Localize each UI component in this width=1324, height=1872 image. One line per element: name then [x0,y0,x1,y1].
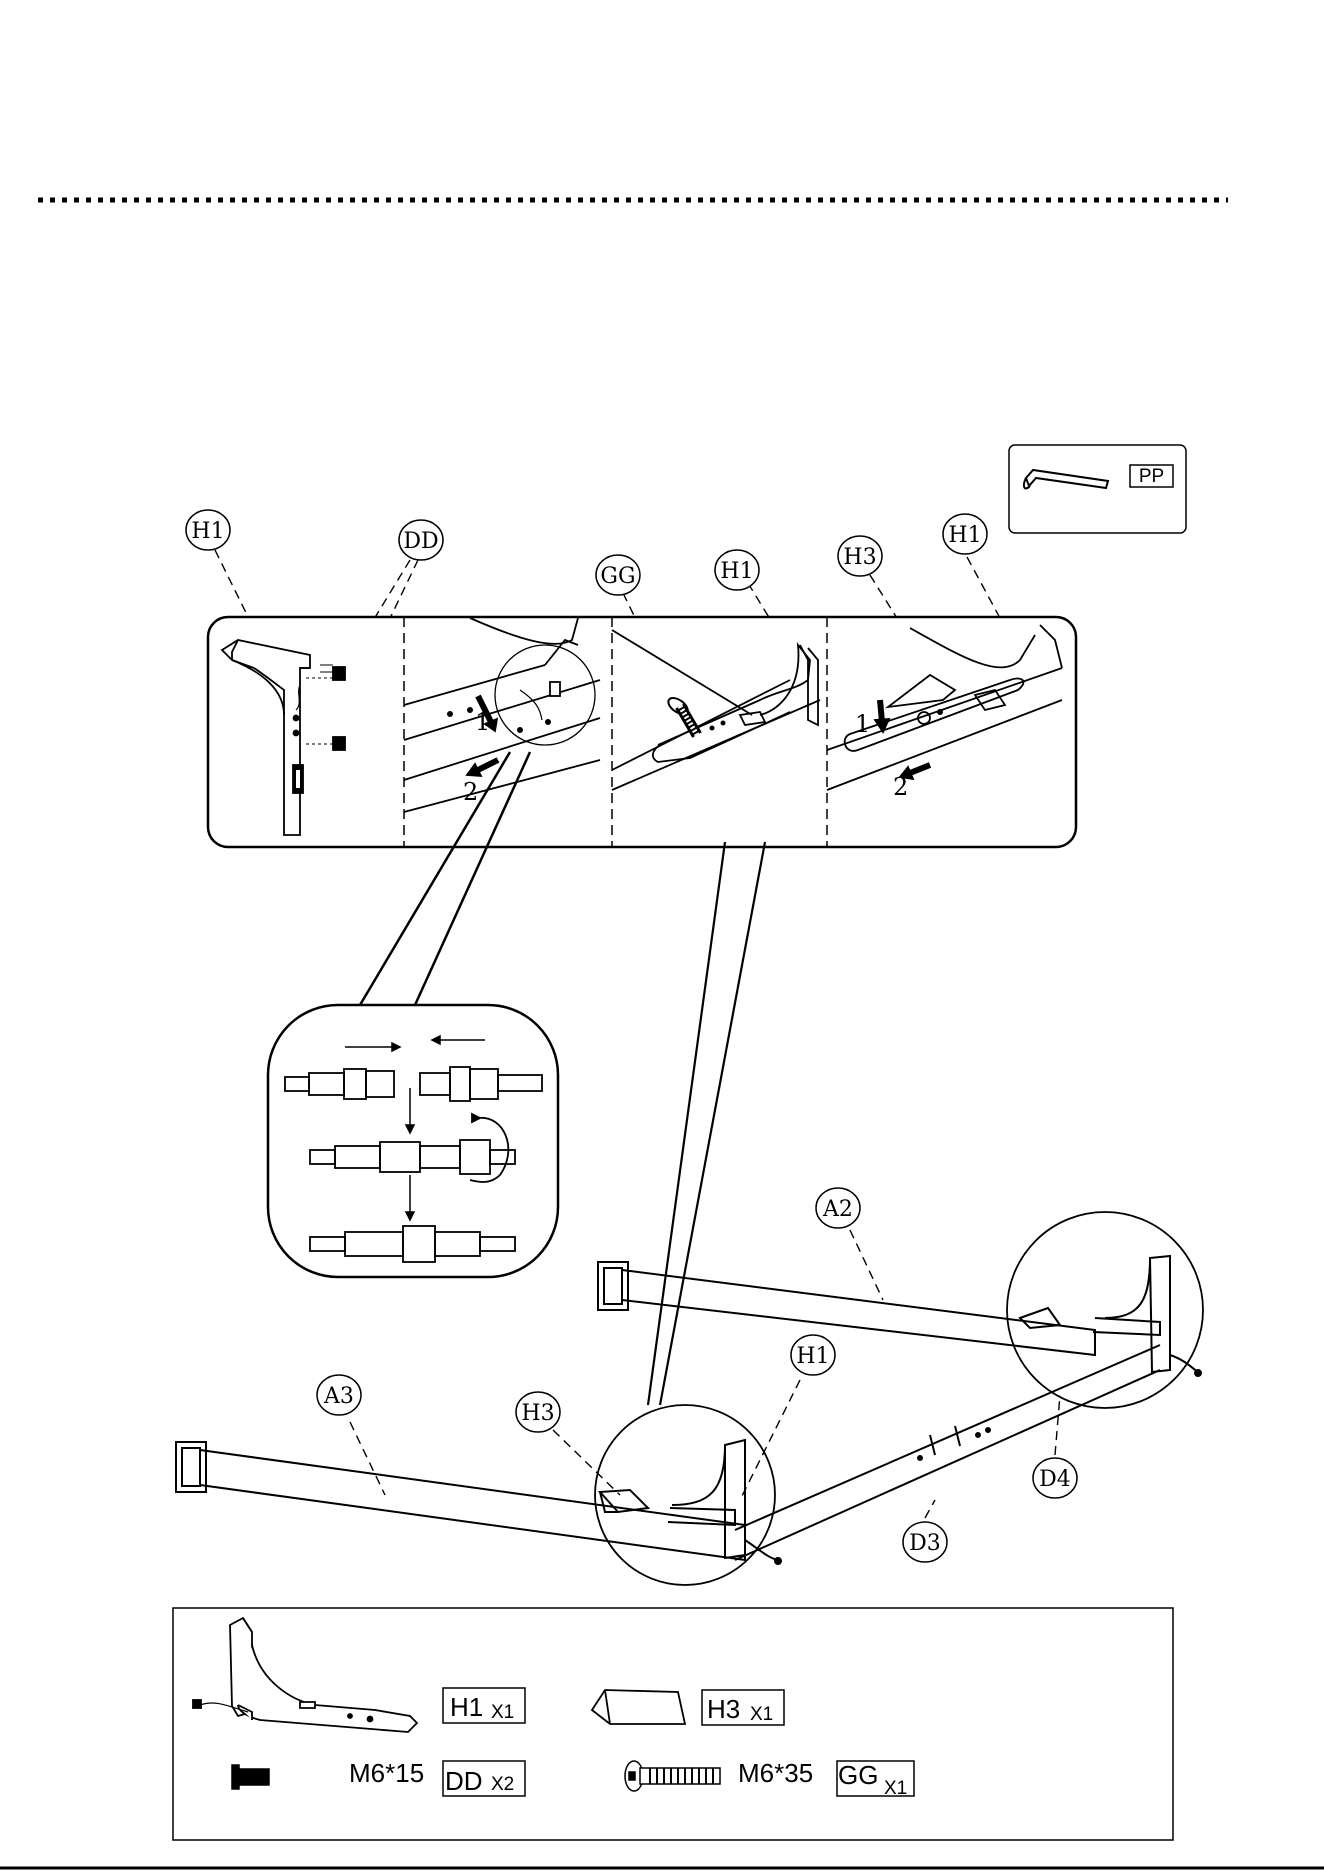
h3-qty: X1 [750,1704,773,1725]
callout-d3: D3 [903,1522,947,1562]
h1-code: H1 [450,1692,483,1722]
svg-text:H1: H1 [191,519,224,544]
dd-qty: X2 [491,1774,514,1795]
gg-size: M6*35 [738,1758,813,1788]
tool-code: PP [1139,466,1164,487]
callout-a2: A2 [816,1188,860,1228]
gg-long-bolt-icon [625,1761,720,1791]
svg-text:H1: H1 [948,523,981,548]
detail-strip: 1 2 [208,617,1076,847]
callout-a3: A3 [317,1375,361,1415]
dd-size: M6*15 [349,1758,424,1788]
h1-part-icon [193,1618,417,1732]
callout-h1-top-left: H1 [186,510,230,550]
gg-code: GG [838,1760,878,1790]
callout-h1-step4: H1 [943,514,987,554]
dd-bolt-icon [232,1765,269,1789]
callout-gg: GG [596,555,640,595]
dd-code: DD [445,1766,483,1796]
tool-box: PP [1009,445,1186,533]
svg-text:H1: H1 [796,1344,829,1369]
callout-h1-step3: H1 [715,550,759,590]
callout-d4: D4 [1033,1458,1077,1498]
svg-text:H3: H3 [843,545,876,570]
step-2-label-panel2: 2 [463,778,478,806]
h3-code: H3 [707,1694,740,1724]
callout-h1-lower: H1 [791,1335,835,1375]
step-1-label-panel2: 1 [475,708,490,736]
svg-text:DD: DD [403,529,438,554]
callout-h3-lower: H3 [516,1392,560,1432]
svg-text:A3: A3 [323,1384,354,1409]
svg-text:A2: A2 [822,1197,853,1222]
h3-part-icon [592,1690,685,1724]
h1-qty: X1 [491,1702,514,1723]
svg-text:H3: H3 [521,1401,554,1426]
step-2-label-panel4: 2 [893,773,908,801]
hardware-box: H1 X1 H3 X1 M6*15 DD X2 M6*35 GG X1 [173,1608,1173,1840]
svg-text:D4: D4 [1039,1467,1071,1492]
step-1-label-panel4: 1 [855,710,870,738]
gg-qty: X1 [884,1778,907,1799]
callout-dd: DD [399,520,443,560]
hex-key-icon [1024,470,1108,488]
svg-text:D3: D3 [909,1531,941,1556]
svg-text:GG: GG [600,564,635,589]
callout-h3-step4: H3 [838,536,882,576]
svg-text:H1: H1 [720,559,753,584]
